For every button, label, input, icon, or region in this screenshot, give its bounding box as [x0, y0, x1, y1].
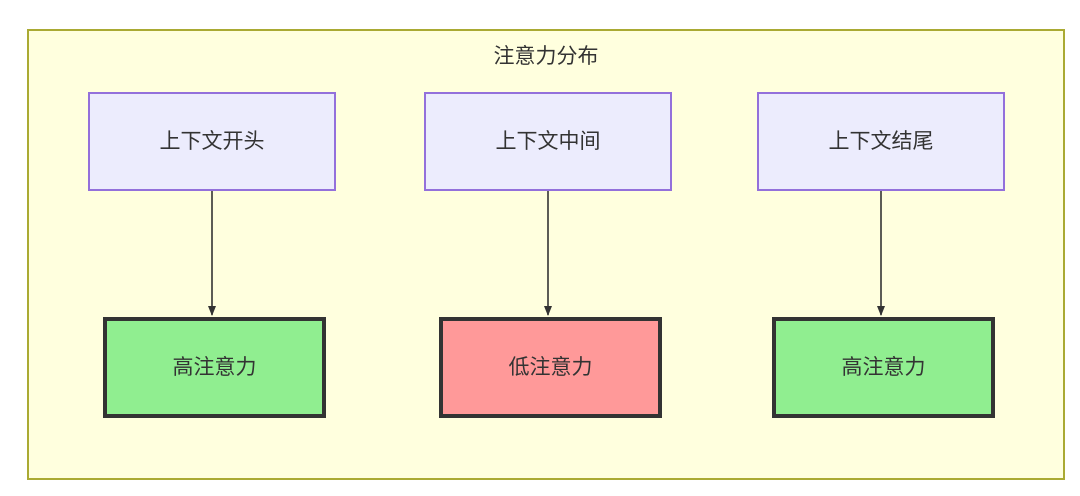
node-context-start[interactable]: 上下文开头	[88, 92, 336, 191]
node-label: 上下文开头	[159, 130, 265, 153]
node-label: 上下文结尾	[828, 130, 934, 153]
node-attention-middle[interactable]: 低注意力	[439, 317, 662, 418]
node-attention-start[interactable]: 高注意力	[103, 317, 326, 418]
node-attention-end[interactable]: 高注意力	[772, 317, 995, 418]
node-label: 低注意力	[508, 356, 593, 379]
node-label: 上下文中间	[495, 130, 601, 153]
node-context-middle[interactable]: 上下文中间	[424, 92, 672, 191]
node-label: 高注意力	[172, 356, 257, 379]
node-context-end[interactable]: 上下文结尾	[757, 92, 1005, 191]
node-label: 高注意力	[841, 356, 926, 379]
subgraph-title: 注意力分布	[493, 45, 599, 68]
